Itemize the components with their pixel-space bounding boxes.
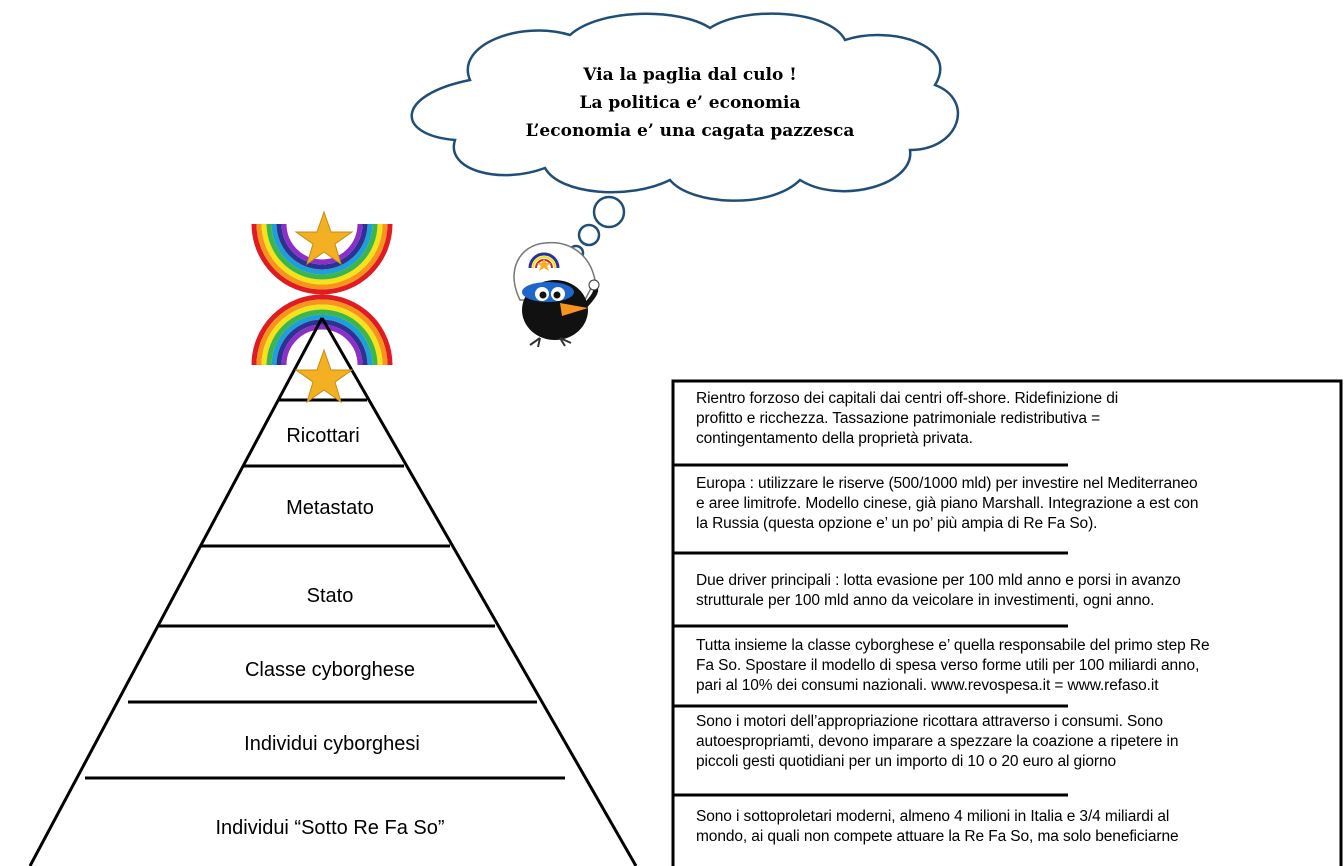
description-line: piccoli gesti quotidiani per un importo … xyxy=(696,753,1117,770)
level-label-metastato: Metastato xyxy=(286,497,374,519)
description-line: e aree limitrofe. Modello cinese, già pi… xyxy=(696,495,1199,512)
description-line: la Russia (questa opzione e’ un po’ più … xyxy=(696,515,1098,532)
thought-cloud: Via la paglia dal culo ! La politica e’ … xyxy=(410,12,960,262)
description-ricottari: Rientro forzoso dei capitali dai centri … xyxy=(696,389,1118,449)
description-line: Due driver principali : lotta evasione p… xyxy=(696,572,1181,589)
description-sotto-refaso: Sono i sottoproletari moderni, almeno 4 … xyxy=(696,807,1179,847)
description-line: Fa So. Spostare il modello di spesa vers… xyxy=(696,657,1200,674)
description-metastato: Europa : utilizzare le riserve (500/1000… xyxy=(696,474,1199,534)
description-line: autoespropriamti, devono imparare a spez… xyxy=(696,733,1179,750)
level-label-sotto-refaso: Individui “Sotto Re Fa So” xyxy=(216,817,445,839)
description-line: Rientro forzoso dei capitali dai centri … xyxy=(696,390,1119,407)
cloud-line-2: La politica e’ economia xyxy=(580,93,801,113)
level-label-stato: Stato xyxy=(307,585,354,607)
description-line: profitto e ricchezza. Tassazione patrimo… xyxy=(696,410,1101,427)
description-stato: Due driver principali : lotta evasione p… xyxy=(696,571,1181,611)
description-line: Europa : utilizzare le riserve (500/1000… xyxy=(696,475,1198,492)
description-line: contingentamento della proprietà privata… xyxy=(696,430,973,447)
rainbow-lower xyxy=(251,294,393,366)
description-box xyxy=(671,379,1343,866)
description-line: Tutta insieme la classe cyborghese e’ qu… xyxy=(696,637,1210,654)
apex-emblem xyxy=(251,210,393,366)
rainbow-upper xyxy=(251,223,393,295)
description-line: strutturale per 100 mld anno da veicolar… xyxy=(696,592,1155,609)
level-label-classe-cyborghese: Classe cyborghese xyxy=(245,659,415,681)
description-line: mondo, ai quali non compete attuare la R… xyxy=(696,828,1179,845)
description-line: pari al 10% dei consumi nazionali. www.r… xyxy=(696,677,1159,694)
mascot-illustration xyxy=(513,241,600,348)
description-line: Sono i motori dell’appropriazione ricott… xyxy=(696,713,1163,730)
cloud-line-3: L’economia e’ una cagata pazzesca xyxy=(526,121,855,141)
description-individui-cyborghesi: Sono i motori dell’appropriazione ricott… xyxy=(696,712,1178,772)
description-classe-cyborghese: Tutta insieme la classe cyborghese e’ qu… xyxy=(696,636,1210,696)
level-label-ricottari: Ricottari xyxy=(286,425,359,447)
star-icon xyxy=(294,348,354,404)
star-icon xyxy=(294,210,354,266)
level-label-individui-cyborghesi: Individui cyborghesi xyxy=(244,733,420,755)
cloud-line-1: Via la paglia dal culo ! xyxy=(582,65,796,85)
description-line: Sono i sottoproletari moderni, almeno 4 … xyxy=(696,808,1170,825)
pyramid xyxy=(28,317,638,866)
